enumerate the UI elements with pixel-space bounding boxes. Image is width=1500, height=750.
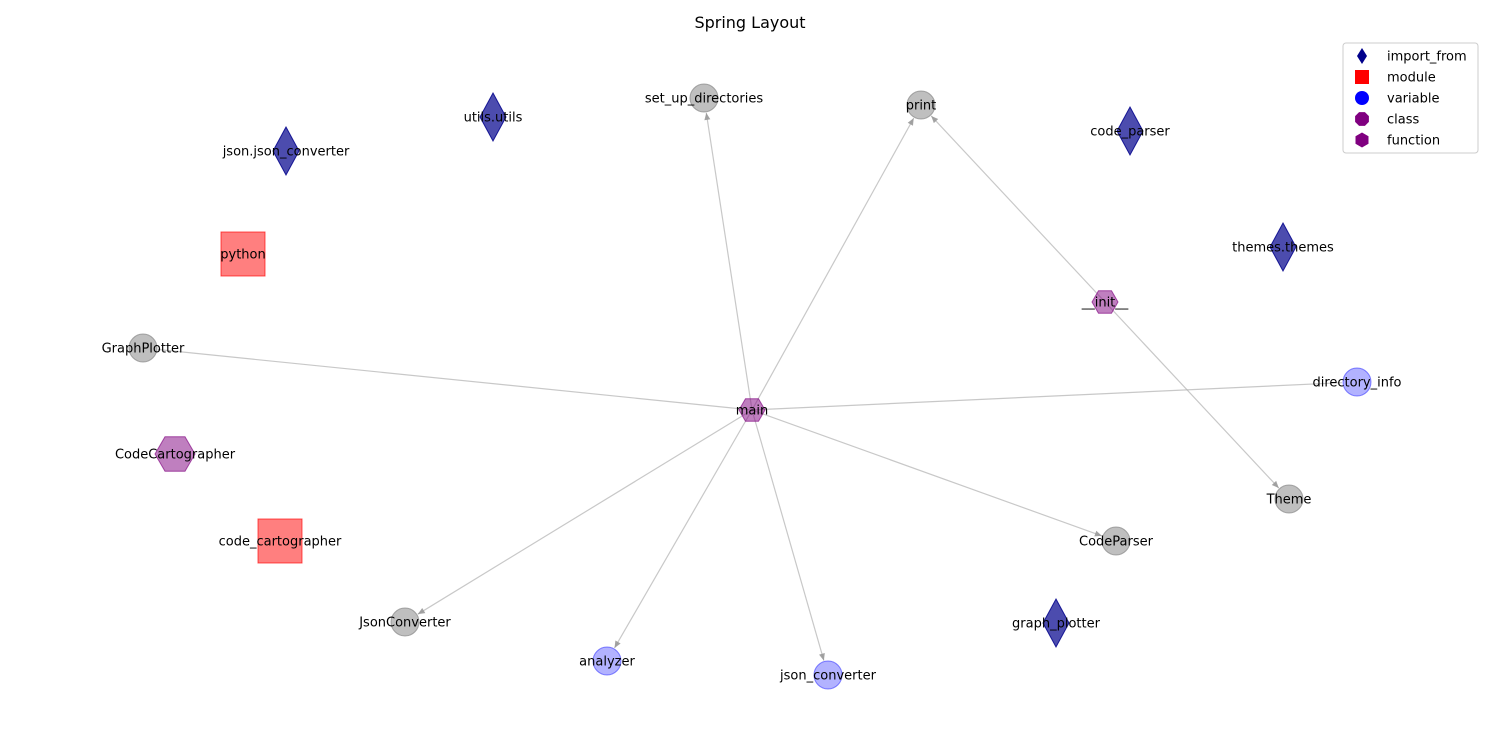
- node-label: analyzer: [579, 655, 635, 670]
- edges-layer: [157, 112, 1343, 661]
- edge-main-to-analyzer: [613, 409, 753, 649]
- node-json_converter: json_converter: [779, 660, 877, 690]
- legend-label: module: [1387, 71, 1436, 86]
- edge-main-to-GraphPlotter: [157, 348, 753, 411]
- node-label: GraphPlotter: [102, 342, 185, 357]
- hexagon-legend-marker: [1355, 132, 1369, 148]
- edge-__init__-to-print: [930, 115, 1106, 303]
- legend-item-module: module: [1355, 70, 1436, 86]
- node-label: graph_plotter: [1012, 617, 1101, 632]
- square-legend-marker: [1355, 70, 1369, 84]
- node-label: Theme: [1266, 493, 1312, 508]
- default-node-marker: [689, 83, 719, 113]
- circle-legend-marker: [1355, 91, 1369, 105]
- node-GraphPlotter: GraphPlotter: [102, 333, 185, 363]
- arrowhead-analyzer: [614, 640, 621, 649]
- default-node-marker: [906, 90, 936, 120]
- node-python: python: [220, 231, 266, 277]
- node-label: code_parser: [1090, 125, 1170, 140]
- node-code_parser: code_parser: [1090, 105, 1170, 157]
- module-node-marker: [220, 231, 266, 277]
- legend-label: class: [1387, 113, 1419, 128]
- edge-main-to-CodeParser: [751, 409, 1103, 537]
- node-label: themes.themes: [1232, 241, 1334, 256]
- function-node-marker: [1091, 290, 1119, 314]
- node-main: main: [736, 398, 768, 422]
- arrowhead-set_up_directories: [704, 112, 711, 121]
- class-node-marker: [154, 436, 196, 472]
- nodes-layer: utils.utils json.json_converter code_parse…: [102, 83, 1402, 690]
- edge-main-to-directory_info: [751, 382, 1343, 411]
- default-node-marker: [128, 333, 158, 363]
- node-themes.themes: themes.themes: [1232, 221, 1334, 273]
- node-CodeParser: CodeParser: [1079, 526, 1154, 556]
- variable-node-marker: [592, 646, 622, 676]
- legend-item-function: function: [1355, 132, 1440, 149]
- node-label: json.json_converter: [222, 145, 350, 160]
- import_from-node-marker: [1269, 221, 1297, 273]
- import_from-node-marker: [272, 125, 300, 177]
- node-label: code_cartographer: [219, 535, 342, 550]
- node-Theme: Theme: [1266, 484, 1312, 514]
- node-set_up_directories: set_up_directories: [645, 83, 763, 113]
- node-utils.utils: utils.utils: [464, 91, 523, 143]
- node-label: set_up_directories: [645, 92, 763, 107]
- arrowhead-print: [907, 118, 914, 126]
- graph-title: Spring Layout: [694, 13, 805, 32]
- legend-item-variable: variable: [1355, 91, 1439, 107]
- node-label: JsonConverter: [358, 616, 451, 631]
- node-label: print: [906, 99, 937, 114]
- legend-item-import_from: import_from: [1357, 48, 1467, 65]
- node-analyzer: analyzer: [579, 646, 635, 676]
- node-code_cartographer: code_cartographer: [219, 518, 342, 564]
- arrowhead-Theme: [1271, 480, 1279, 489]
- node-label: python: [220, 248, 265, 263]
- arrowhead-print: [931, 115, 939, 124]
- default-node-marker: [390, 607, 420, 637]
- diamond-legend-marker: [1357, 48, 1367, 64]
- legend-label: function: [1387, 134, 1440, 149]
- import_from-node-marker: [479, 91, 507, 143]
- node-label: utils.utils: [464, 111, 523, 126]
- arrowhead-CodeParser: [1094, 530, 1102, 537]
- function-node-marker: [738, 398, 766, 422]
- node-__init__: __init__: [1081, 290, 1129, 314]
- node-json.json_converter: json.json_converter: [222, 125, 350, 177]
- edge-main-to-json_converter: [751, 409, 825, 661]
- node-label: json_converter: [779, 669, 877, 684]
- node-label: main: [736, 404, 768, 419]
- node-graph_plotter: graph_plotter: [1012, 597, 1101, 649]
- edge-main-to-print: [751, 117, 915, 411]
- legend-label: variable: [1387, 92, 1439, 107]
- node-directory_info: directory_info: [1312, 367, 1402, 397]
- import_from-node-marker: [1042, 597, 1070, 649]
- node-JsonConverter: JsonConverter: [358, 607, 451, 637]
- node-label: directory_info: [1312, 376, 1401, 391]
- edge-main-to-set_up_directories: [705, 112, 753, 411]
- legend-item-class: class: [1355, 112, 1419, 128]
- node-CodeCartographer: CodeCartographer: [115, 436, 236, 472]
- variable-node-marker: [1342, 367, 1372, 397]
- variable-node-marker: [813, 660, 843, 690]
- arrowhead-json_converter: [819, 653, 825, 661]
- node-label: CodeParser: [1079, 535, 1154, 550]
- edge-__init__-to-Theme: [1104, 301, 1280, 489]
- node-print: print: [906, 90, 937, 120]
- edge-main-to-JsonConverter: [417, 409, 753, 615]
- module-node-marker: [257, 518, 303, 564]
- import_from-node-marker: [1116, 105, 1144, 157]
- node-label: __init__: [1081, 296, 1129, 311]
- default-node-marker: [1101, 526, 1131, 556]
- node-label: CodeCartographer: [115, 448, 236, 463]
- default-node-marker: [1274, 484, 1304, 514]
- octagon-legend-marker: [1355, 112, 1369, 126]
- arrowhead-JsonConverter: [417, 607, 426, 615]
- legend-frame: [1342, 42, 1479, 154]
- legend-label: import_from: [1387, 50, 1467, 65]
